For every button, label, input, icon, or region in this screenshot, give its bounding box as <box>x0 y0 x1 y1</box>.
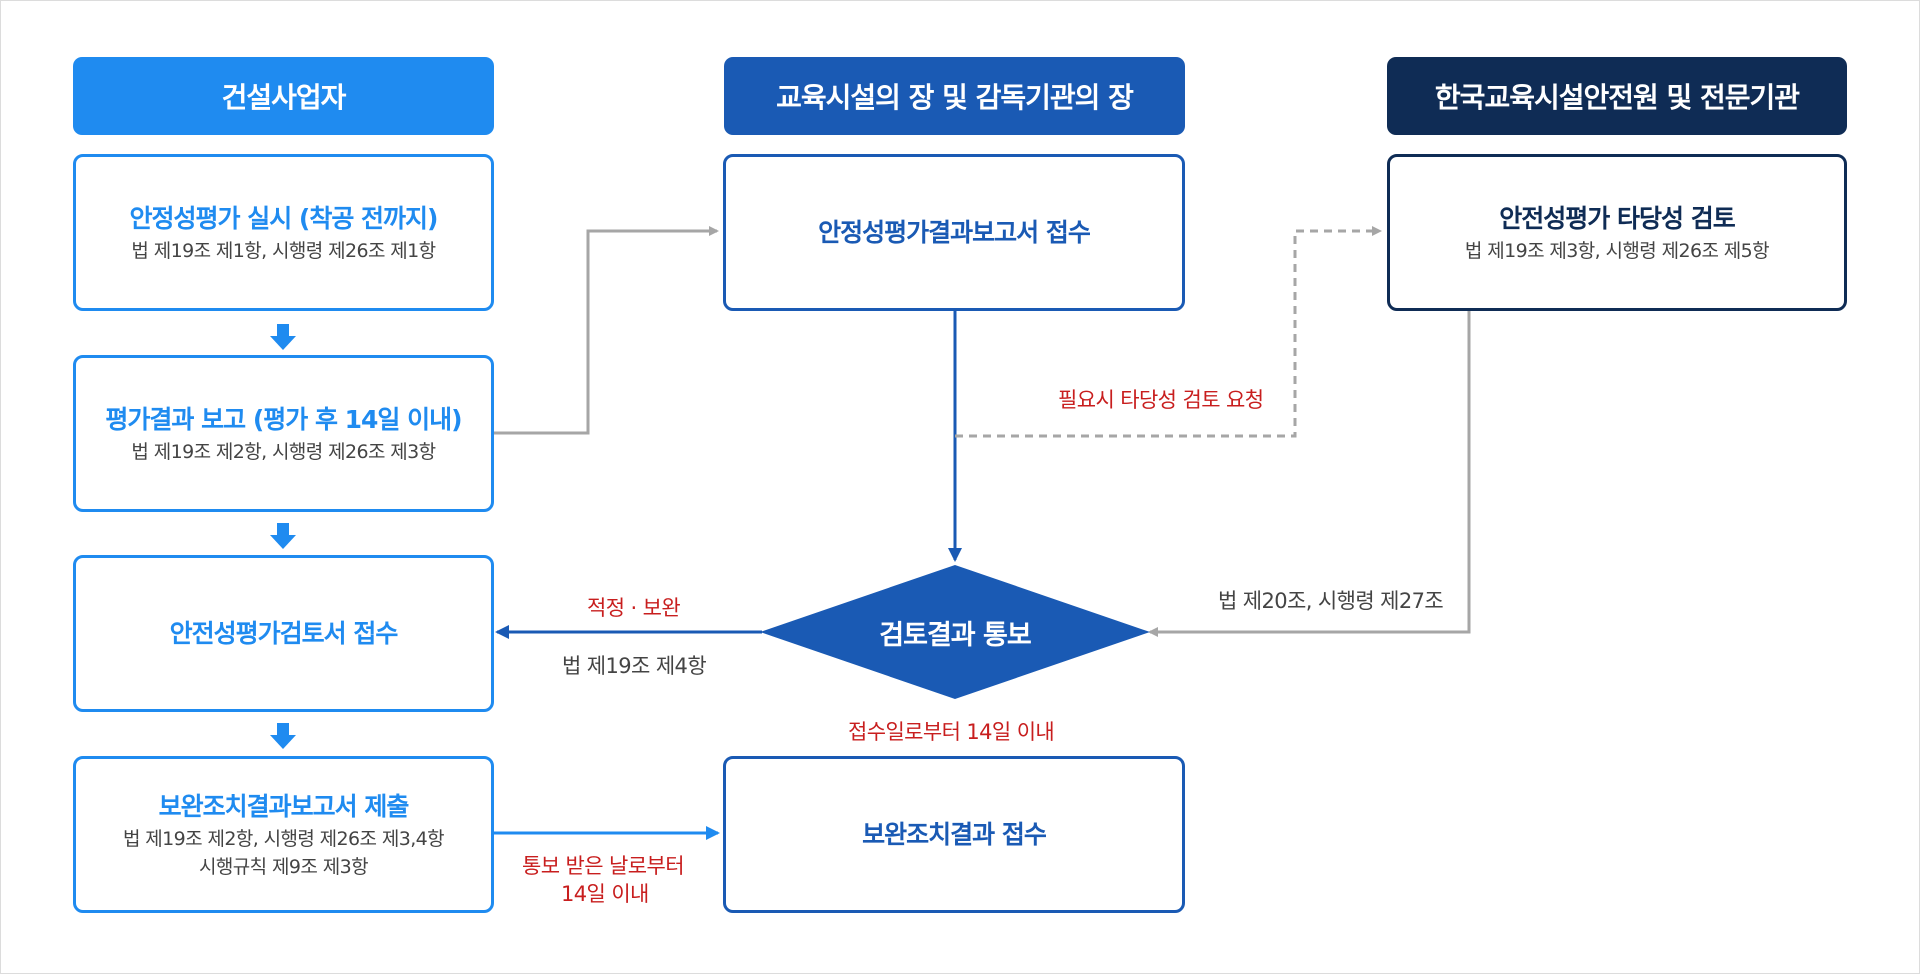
box-remedial-receipt: 보완조치결과 접수 <box>723 756 1185 913</box>
label-within-14-days-receipt: 접수일로부터 14일 이내 <box>848 720 1055 744</box>
box-subtitle: 법 제19조 제2항, 시행령 제26조 제3항 <box>131 440 436 463</box>
label-law-19-4: 법 제19조 제4항 <box>562 654 707 678</box>
box-title: 보완조치결과보고서 제출 <box>158 791 410 821</box>
box-report-receipt: 안정성평가결과보고서 접수 <box>723 154 1185 311</box>
box-title: 안정성평가결과보고서 접수 <box>818 217 1091 247</box>
down-arrow-3 <box>270 723 296 749</box>
header-safety-institute: 한국교육시설안전원 및 전문기관 <box>1387 57 1847 135</box>
box-validity-review: 안전성평가 타당성 검토 법 제19조 제3항, 시행령 제26조 제5항 <box>1387 154 1847 311</box>
decision-label: 검토결과 통보 <box>879 619 1031 651</box>
box-title: 평가결과 보고 (평가 후 14일 이내) <box>105 404 462 434</box>
label-notify-line2: 14일 이내 <box>561 882 649 906</box>
review-request-connector <box>955 226 1382 438</box>
box-safety-evaluation: 안정성평가 실시 (착공 전까지) 법 제19조 제1항, 시행령 제26조 제… <box>73 154 494 311</box>
report-connector <box>493 226 719 435</box>
header-education-facility: 교육시설의 장 및 감독기관의 장 <box>724 57 1185 135</box>
decision-diamond <box>760 565 1150 699</box>
label-law-20: 법 제20조, 시행령 제27조 <box>1218 589 1444 613</box>
box-subtitle: 법 제19조 제1항, 시행령 제26조 제1항 <box>131 239 436 262</box>
box-title: 안전성평가 타당성 검토 <box>1499 203 1735 233</box>
box-subtitle: 법 제19조 제3항, 시행령 제26조 제5항 <box>1464 239 1770 262</box>
down-arrow-1 <box>270 324 296 350</box>
label-review-request: 필요시 타당성 검토 요청 <box>1058 388 1264 412</box>
down-arrow-2 <box>270 523 296 549</box>
box-subtitle: 시행규칙 제9조 제3항 <box>199 855 369 878</box>
box-review-receipt: 안전성평가검토서 접수 <box>73 555 494 712</box>
label-notify-line1: 통보 받은 날로부터 <box>522 854 685 878</box>
box-title: 안정성평가 실시 (착공 전까지) <box>129 203 439 233</box>
box-remedial-report: 보완조치결과보고서 제출 법 제19조 제2항, 시행령 제26조 제3,4항 … <box>73 756 494 913</box>
label-correction: 적정 · 보완 <box>587 596 681 620</box>
box-evaluation-report: 평가결과 보고 (평가 후 14일 이내) 법 제19조 제2항, 시행령 제2… <box>73 355 494 512</box>
box-subtitle: 법 제19조 제2항, 시행령 제26조 제3,4항 <box>122 827 445 850</box>
review-result-connector <box>1148 310 1471 637</box>
box-title: 안전성평가검토서 접수 <box>169 618 399 648</box>
header-contractor: 건설사업자 <box>73 57 494 135</box>
box-title: 보완조치결과 접수 <box>862 819 1047 849</box>
